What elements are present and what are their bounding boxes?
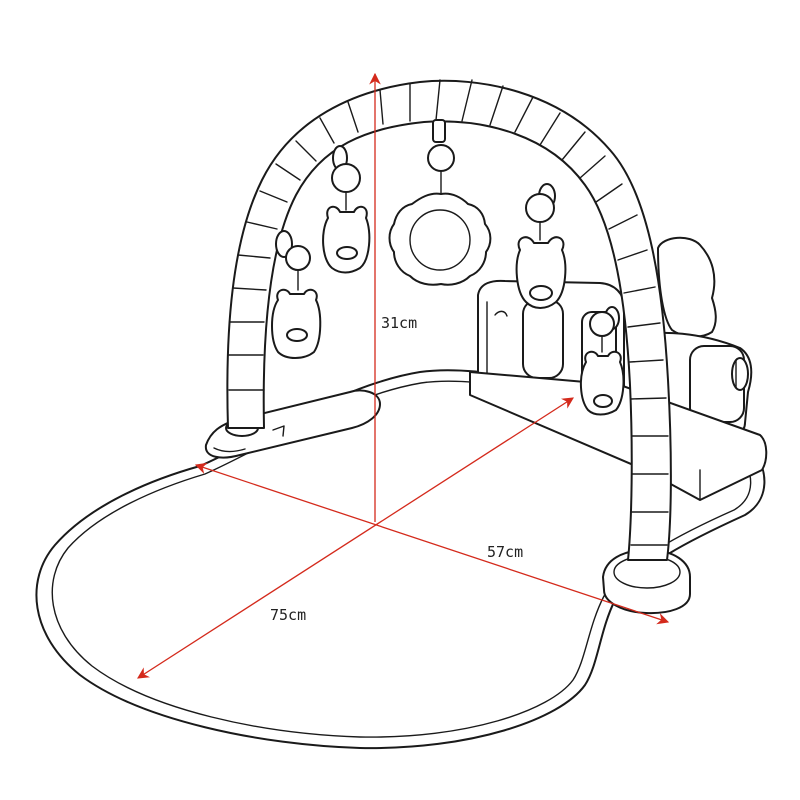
hanging-bear-toy xyxy=(515,183,567,309)
hanging-mirror-toy xyxy=(388,119,492,286)
height-label: 31cm xyxy=(381,314,417,332)
length-label: 75cm xyxy=(270,606,306,624)
hanging-bear-toy xyxy=(271,230,322,359)
length-dimension-line xyxy=(137,397,574,679)
hanging-bear-toy xyxy=(322,145,371,274)
hanging-bear-toy xyxy=(580,306,625,416)
dimension-lines xyxy=(137,72,670,679)
width-label: 57cm xyxy=(487,543,523,561)
